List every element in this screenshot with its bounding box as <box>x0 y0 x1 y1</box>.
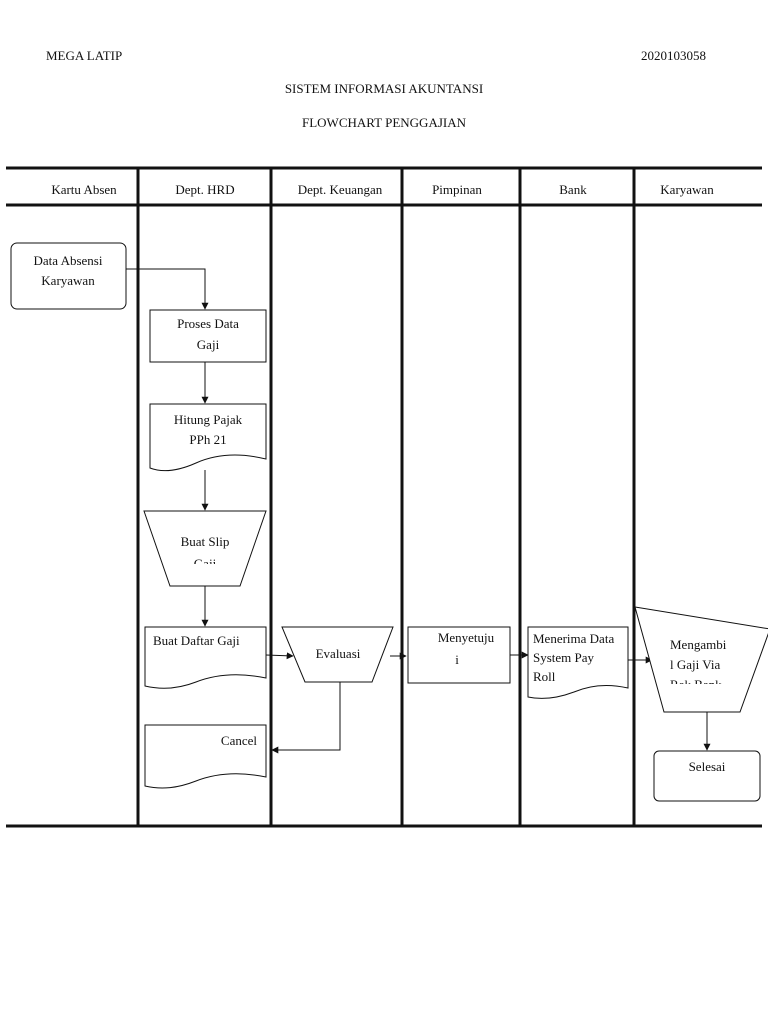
node-label: Gaji <box>194 556 217 571</box>
node-label: Menyetuju <box>438 630 495 645</box>
connector-absensi-to-proses <box>126 268 209 310</box>
node-label: l Gaji Via <box>670 657 720 672</box>
document-subtitle: FLOWCHART PENGGAJIAN <box>301 115 466 130</box>
node-proses-data-gaji: Proses Data Gaji <box>149 309 267 363</box>
node-hitung-pajak: Hitung Pajak PPh 21 <box>149 403 267 472</box>
node-label: Cancel <box>221 733 257 748</box>
node-evaluasi: Evaluasi <box>281 626 394 683</box>
node-label: PPh 21 <box>189 432 226 447</box>
node-label: Buat Daftar Gaji <box>153 633 240 648</box>
node-buat-slip-gaji: Buat Slip Gaji <box>143 510 267 587</box>
lane-headers: Kartu Absen Dept. HRD Dept. Keuangan Pim… <box>51 182 714 197</box>
node-label: Proses Data <box>177 316 239 331</box>
lane-header-dept-keuangan: Dept. Keuangan <box>298 182 383 197</box>
node-label: Hitung Pajak <box>174 412 243 427</box>
node-cancel: Cancel <box>144 724 267 789</box>
node-label: Evaluasi <box>316 646 361 661</box>
lane-header-kartu-absen: Kartu Absen <box>51 182 117 197</box>
node-label: Rek Bank <box>670 677 722 692</box>
connector-daftar-to-evaluasi <box>265 652 294 660</box>
node-label: System Pay <box>533 650 595 665</box>
node-label: Data Absensi <box>34 253 103 268</box>
node-menyetujui: Menyetuju i <box>407 626 511 684</box>
node-data-absensi: Data Absensi Karyawan <box>10 242 127 310</box>
node-label: Gaji <box>197 337 220 352</box>
node-label: Selesai <box>689 759 726 774</box>
swimlane-frame <box>6 166 762 828</box>
lane-header-bank: Bank <box>559 182 587 197</box>
node-label: i <box>455 652 459 667</box>
lane-header-pimpinan: Pimpinan <box>432 182 482 197</box>
connector-evaluasi-to-cancel <box>271 682 341 754</box>
lane-header-dept-hrd: Dept. HRD <box>175 182 234 197</box>
node-buat-daftar-gaji: Buat Daftar Gaji <box>144 626 267 689</box>
lane-header-karyawan: Karyawan <box>660 182 714 197</box>
node-label: Karyawan <box>41 273 95 288</box>
node-label: Mengambi <box>670 637 727 652</box>
document-title: SISTEM INFORMASI AKUNTANSI <box>284 81 484 96</box>
node-label: Roll <box>533 669 556 684</box>
node-selesai: Selesai <box>653 750 761 802</box>
author-name: MEGA LATIP <box>46 48 123 63</box>
node-label: Menerima Data <box>533 631 614 646</box>
connectors <box>126 268 711 754</box>
node-label: Buat Slip <box>181 534 230 549</box>
node-mengambil-gaji: Mengambi l Gaji Via Rek Bank <box>634 606 768 713</box>
node-menerima-data: Menerima Data System Pay Roll <box>527 626 629 699</box>
student-id: 2020103058 <box>641 48 706 63</box>
